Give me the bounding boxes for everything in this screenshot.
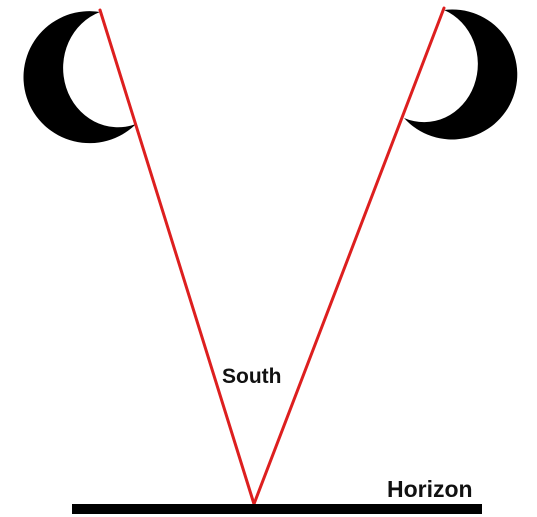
left-sight-line: [98, 8, 256, 506]
horizon-label: Horizon: [387, 476, 473, 502]
south-label: South: [222, 365, 281, 388]
right-crescent-moon-icon: [404, 9, 518, 140]
right-sight-line: [252, 6, 446, 506]
left-crescent-moon-icon: [23, 11, 137, 144]
horizon-bar: [72, 504, 482, 514]
